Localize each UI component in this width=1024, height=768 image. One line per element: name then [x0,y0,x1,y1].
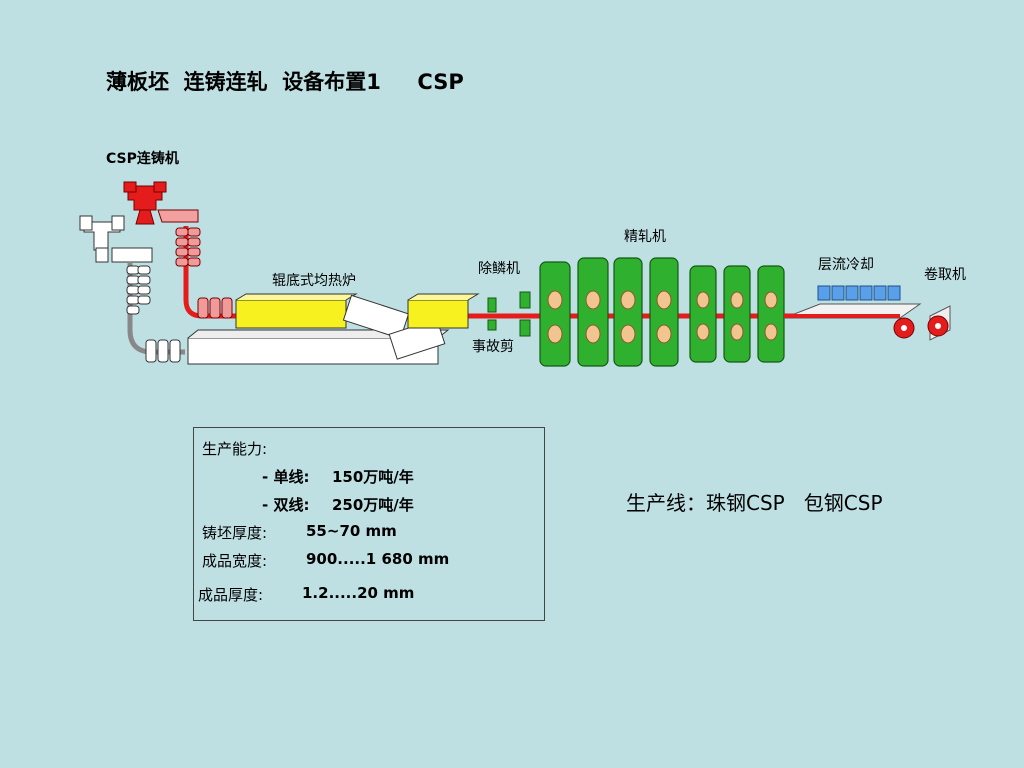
slab-thickness-label: 铸坯厚度: [202,524,268,542]
product-thickness-label: 成品厚度: [198,586,264,604]
roller-hearth-furnace [187,293,480,365]
caster-label: CSP连铸机 [106,151,179,167]
page-title: 薄板坯 连铸连轧 设备布置1 CSP [106,70,464,94]
product-thickness-value: 1.2.....20 mm [302,584,415,602]
emergency-shear-label: 事故剪 [472,339,514,355]
furnace-label: 辊底式均热炉 [272,273,356,289]
coilers [893,305,951,341]
descaler-and-shear [487,291,531,337]
product-width-value: 900.....1 680 mm [306,550,450,568]
slab-thickness-value: 55~70 mm [306,522,397,540]
single-line-label: - 单线: [262,468,310,486]
capacity-label: 生产能力: [202,440,268,458]
production-line-text: 生产线：珠钢CSP 包钢CSP [626,491,883,515]
single-line-value: 150万吨/年 [332,468,414,486]
descaler-label: 除鳞机 [478,261,520,277]
work-rolls [547,290,778,344]
laminar-cooling-headers [817,285,901,301]
csp-caster [123,181,900,319]
coiler-label: 卷取机 [924,267,966,283]
finishing-mill-label: 精轧机 [624,229,666,245]
csp-layout-diagram [79,181,951,367]
secondary-caster [79,215,185,363]
double-line-label: - 双线: [262,496,310,514]
product-width-label: 成品宽度: [202,552,268,570]
laminar-cooling-label: 层流冷却 [818,257,874,273]
finishing-mill-stands [539,257,785,367]
specs-panel: 生产能力: - 单线: 150万吨/年 - 双线: 250万吨/年 铸坯厚度: … [193,427,545,621]
double-line-value: 250万吨/年 [332,496,414,514]
